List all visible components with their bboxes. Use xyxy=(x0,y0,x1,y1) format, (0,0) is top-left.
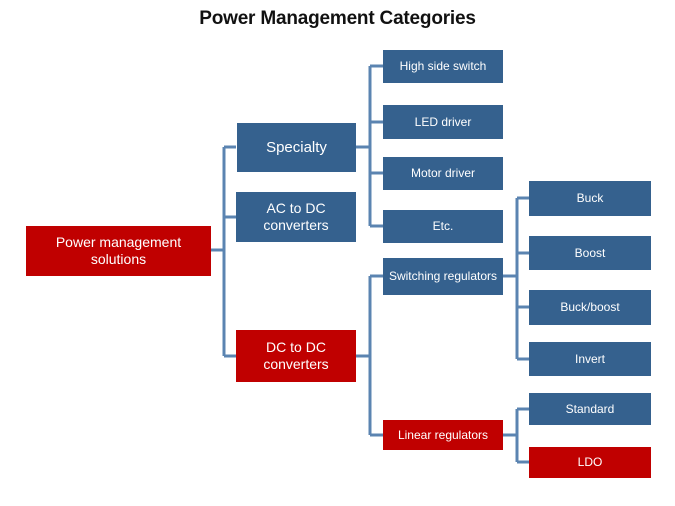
page-title: Power Management Categories xyxy=(199,8,476,29)
node-dc-to-dc-converters[interactable]: DC to DC converters xyxy=(236,330,356,382)
node-ac-to-dc-converters[interactable]: AC to DC converters xyxy=(236,192,356,242)
node-specialty[interactable]: Specialty xyxy=(237,123,356,172)
node-invert[interactable]: Invert xyxy=(529,342,651,376)
node-switching-regulators[interactable]: Switching regulators xyxy=(383,258,503,295)
node-power-management-solutions[interactable]: Power management solutions xyxy=(26,226,211,276)
node-led-driver[interactable]: LED driver xyxy=(383,105,503,139)
node-buck[interactable]: Buck xyxy=(529,181,651,216)
node-motor-driver[interactable]: Motor driver xyxy=(383,157,503,190)
node-linear-regulators[interactable]: Linear regulators xyxy=(383,420,503,450)
node-standard[interactable]: Standard xyxy=(529,393,651,425)
node-buck-boost[interactable]: Buck/boost xyxy=(529,290,651,325)
node-ldo[interactable]: LDO xyxy=(529,447,651,478)
node-high-side-switch[interactable]: High side switch xyxy=(383,50,503,83)
node-boost[interactable]: Boost xyxy=(529,236,651,270)
node-etc[interactable]: Etc. xyxy=(383,210,503,243)
